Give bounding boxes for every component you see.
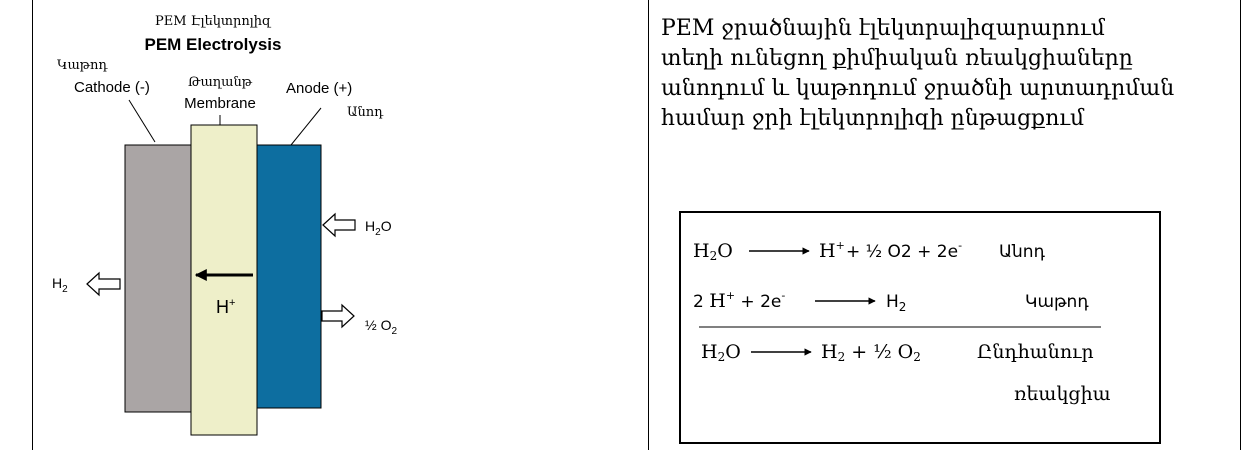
anode-leader-line (290, 107, 322, 146)
cathode-eq-product: H2 (886, 292, 906, 314)
anode-eq-label: Անոդ (999, 242, 1046, 262)
cathode-leader-line (128, 99, 156, 143)
membrane-label-en: Membrane (184, 95, 256, 112)
cathode-eq-reactant: 2 H+ + 2e- (693, 289, 785, 312)
oxygen-output-label: ½ O2 (365, 317, 397, 337)
anode-label-en: Anode (+) (286, 80, 352, 97)
hydrogen-output-label: H2 (52, 275, 68, 295)
hydrogen-output-arrow (86, 271, 121, 297)
anode-plate (256, 144, 322, 409)
overall-eq-reactant: H2O (701, 341, 741, 364)
anode-eq-reactant: H2O (693, 240, 733, 263)
overall-eq-label-line2: ռեակցիա (1014, 383, 1111, 405)
diagram-title-hy: PEM Էլեկտրոլիզ (155, 14, 272, 29)
diagram-title-en: PEM Electrolysis (144, 35, 281, 54)
proton-label: H+ (216, 297, 235, 317)
cathode-label-en: Cathode (-) (74, 79, 150, 96)
table-border-left (32, 0, 33, 450)
overall-eq-product: H2 + ½ O2 (821, 341, 921, 364)
overall-eq-label-line1: Ընդհանուր (977, 341, 1094, 363)
anode-eq-product-rest: + ½ O2 + 2e- (846, 239, 962, 262)
cathode-label-hy: Կաթոդ (57, 58, 108, 73)
table-border-right (1240, 0, 1241, 450)
cathode-eq-label: Կաթոդ (1025, 292, 1089, 312)
membrane-plate (190, 124, 258, 436)
water-input-arrow (322, 212, 356, 238)
pem-electrolysis-diagram: PEM Էլեկտրոլիզ PEM Electrolysis Կաթոդ Ca… (33, 0, 648, 450)
membrane-label-hy: Թաղանթ (188, 75, 253, 90)
equations-box: H2O H+ + ½ O2 + 2e- Անոդ 2 H+ + 2e- H2 Կ… (679, 211, 1161, 444)
description-text: PEM ջրածնային էլեկտրալիզարարում տեղի ուն… (661, 16, 1175, 131)
oxygen-output-arrow-fix (321, 303, 355, 329)
anode-eq-product-proton: H+ (819, 239, 845, 262)
cathode-plate (124, 144, 193, 413)
water-input-label: H2O (365, 218, 392, 238)
anode-label-hy: Անոդ (347, 105, 384, 120)
table-border-middle (648, 0, 649, 450)
